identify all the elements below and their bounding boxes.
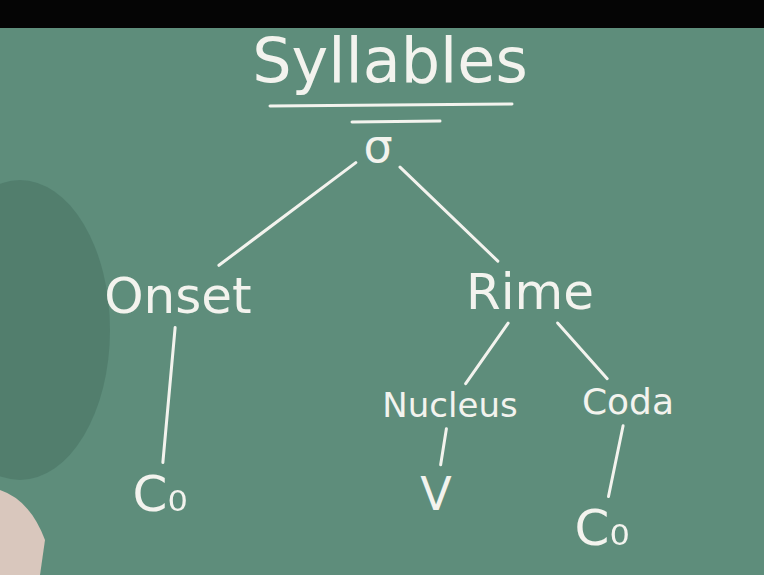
title: Syllables [252,24,528,97]
tree-branch [219,163,356,266]
syllable-node: σ [357,119,398,174]
node-label: C₀ [575,501,630,556]
node-label: Rime [466,265,594,320]
tree-branch [466,323,508,384]
title-underline [270,104,512,106]
node-label: σ [363,121,392,172]
tree-branch [441,429,447,465]
node-label: Nucleus [382,387,517,424]
tree-branch [163,327,175,462]
consonant-node: C₀ [569,499,636,558]
tree-branch [608,426,623,497]
vowel-node: V [414,467,457,522]
rime-node: Rime [460,263,600,322]
node-label: Onset [104,269,251,324]
onset-node: Onset [98,267,257,326]
node-label: C₀ [133,467,188,522]
tree-branch [400,167,498,261]
shadow [0,180,110,480]
tree-branch [558,323,608,379]
node-label: V [420,469,451,520]
node-label: Coda [582,382,674,422]
nucleus-node: Nucleus [376,385,523,426]
consonant-node: C₀ [127,465,194,524]
hand [0,490,45,575]
coda-node: Coda [576,380,680,424]
